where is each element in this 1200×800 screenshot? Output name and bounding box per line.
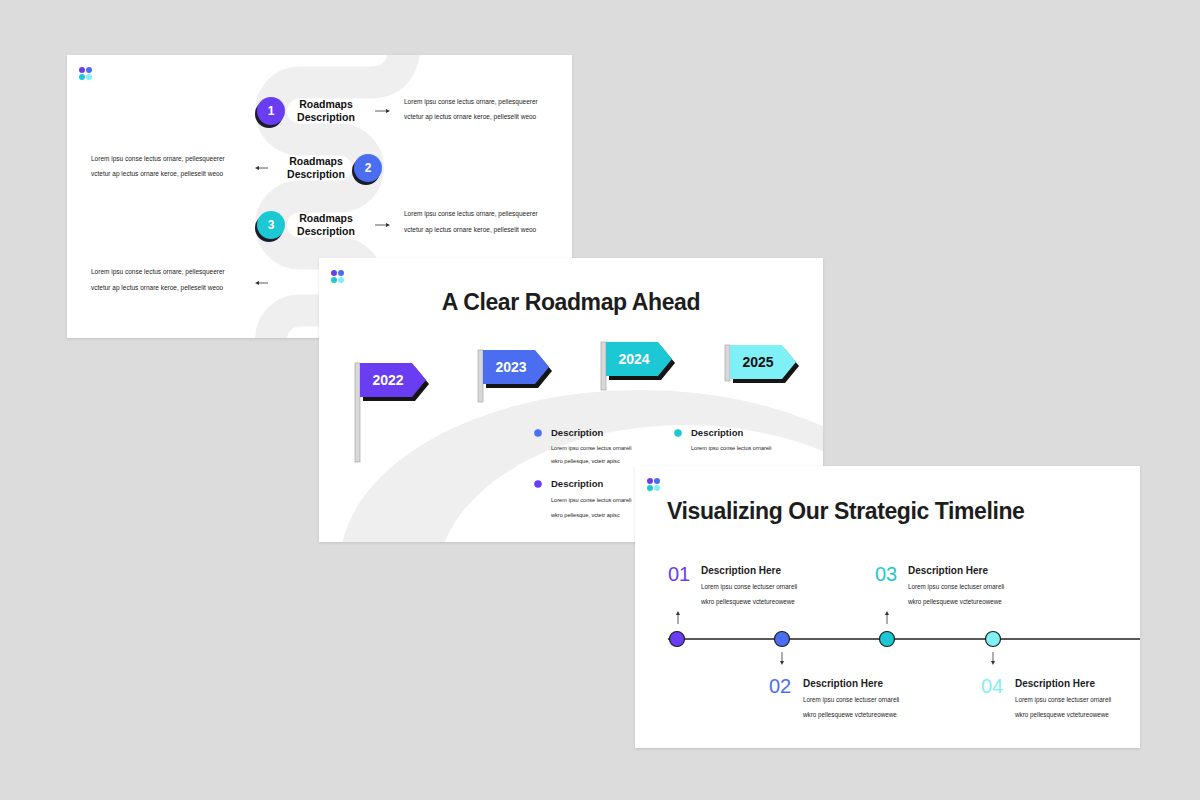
body-text: Lorem ipsu conse lectus ornare, pellesqu…	[404, 210, 538, 217]
logo-dot	[79, 74, 85, 80]
body-text: vctetur ap lectus ornare keroe, pellesel…	[404, 226, 536, 233]
logo-dot	[647, 485, 653, 491]
arrow-head	[386, 223, 390, 227]
slide-title: A Clear Roadmap Ahead	[442, 290, 700, 315]
pointer-arrow	[375, 111, 387, 112]
logo-dot	[79, 67, 85, 73]
logo-dot	[654, 485, 660, 491]
step-circle: 2Roadmaps Description	[354, 154, 382, 182]
logo-dot	[338, 270, 344, 276]
body-text: Lorem ipsu conse lectuser ornareli	[803, 697, 899, 704]
item-heading: Description Here	[701, 565, 781, 576]
logo-dot	[338, 277, 344, 283]
body-text: wkro pellesque, vctetr apisc	[551, 458, 620, 464]
bullet-dot	[534, 429, 542, 437]
step-number: 3	[257, 211, 285, 239]
step-circle: 3Roadmaps Description	[257, 211, 285, 239]
body-text: Lorem ipsu conse lectus ornareli	[551, 497, 632, 503]
body-text: wkro pellesquewe vctetureowewe	[701, 599, 795, 606]
pointer-arrow	[782, 652, 783, 662]
pointer-arrow	[887, 614, 888, 624]
timeline-dot	[986, 632, 1001, 647]
step-number: 04	[981, 675, 1003, 697]
year-text: 2022	[360, 363, 416, 397]
slide-card	[635, 466, 1140, 748]
year-flag: 2025	[730, 345, 796, 379]
year-flag: 2022	[360, 363, 426, 397]
arrow-head	[885, 611, 889, 615]
body-text: Lorem ipsu conse lectuser ornareli	[1015, 697, 1111, 704]
step-circle: 1Roadmaps Description	[257, 97, 285, 125]
flag-pole	[478, 350, 483, 402]
timeline-axis	[668, 638, 1140, 640]
slide-title: Visualizing Our Strategic Timeline	[667, 499, 1025, 524]
step-number: 01	[668, 563, 690, 585]
body-text: Lorem ipsu conse lectus ornare, pellesqu…	[91, 268, 225, 275]
bullet-dot	[674, 429, 682, 437]
arrow-head	[676, 611, 680, 615]
arrow-head	[780, 661, 784, 665]
logo-dot	[331, 277, 337, 283]
flag-fill	[606, 342, 672, 376]
year-text: 2024	[606, 342, 662, 376]
body-text: vctetur ap lectus ornare keroe, pellesel…	[91, 284, 223, 291]
body-text: Lorem ipsu conse lectus ornareli	[551, 445, 632, 451]
body-text: wkro pellesquewe vctetureowewe	[908, 599, 1002, 606]
step-number: 2	[354, 154, 382, 182]
body-text: vctetur ap lectus ornare keroe, pellesel…	[404, 113, 536, 120]
body-text: Lorem ipsu conse lectuser ornareli	[701, 584, 797, 591]
body-text: Lorem ipsu conse lectuser ornareli	[908, 584, 1004, 591]
item-heading: Description	[551, 428, 603, 438]
logo-dot	[654, 478, 660, 484]
timeline-dot	[775, 632, 790, 647]
body-text: Lorem ipsu conse lectus ornareli	[691, 445, 772, 451]
year-text: 2023	[483, 350, 539, 384]
step-heading: Roadmaps Description	[295, 98, 357, 123]
logo-dot	[86, 67, 92, 73]
body-text: vctetur ap lectus ornare keroe, pellesel…	[91, 170, 223, 177]
item-heading: Description	[691, 428, 743, 438]
logo-dot	[331, 270, 337, 276]
flag-fill	[730, 345, 796, 379]
logo-dot	[86, 74, 92, 80]
year-text: 2025	[730, 345, 786, 379]
step-heading: Roadmaps Description	[285, 155, 347, 180]
flag-fill	[483, 350, 549, 384]
year-flag: 2024	[606, 342, 672, 376]
pointer-arrow	[678, 614, 679, 624]
pointer-arrow	[375, 225, 387, 226]
timeline-dot	[880, 632, 895, 647]
step-heading: Roadmaps Description	[295, 212, 357, 237]
arrow-head	[255, 166, 259, 170]
flag-pole	[355, 363, 360, 462]
item-heading: Description Here	[1015, 678, 1095, 689]
body-text: wkro pellesquewe vctetureowewe	[803, 712, 897, 719]
flag-pole	[601, 342, 606, 390]
pointer-arrow	[258, 283, 268, 284]
arrow-head	[991, 661, 995, 665]
pointer-arrow	[258, 168, 268, 169]
item-heading: Description Here	[803, 678, 883, 689]
body-text: Lorem ipsu conse lectus ornare, pellesqu…	[91, 155, 225, 162]
body-text: wkro pellesquewe vctetureowewe	[1015, 712, 1109, 719]
flag-fill	[360, 363, 426, 397]
step-number: 02	[769, 675, 791, 697]
flag-pole	[725, 345, 730, 381]
year-flag: 2023	[483, 350, 549, 384]
body-text: wkro pellesque, vctetr apisc	[551, 512, 620, 518]
logo-dot	[647, 478, 653, 484]
timeline-dot	[670, 632, 685, 647]
bullet-dot	[534, 480, 542, 488]
item-heading: Description Here	[908, 565, 988, 576]
arrow-head	[255, 281, 259, 285]
item-heading: Description	[551, 479, 603, 489]
step-number: 03	[875, 563, 897, 585]
arrow-head	[386, 109, 390, 113]
body-text: Lorem ipsu conse lectus ornare, pellesqu…	[404, 98, 538, 105]
pointer-arrow	[993, 652, 994, 662]
step-number: 1	[257, 97, 285, 125]
